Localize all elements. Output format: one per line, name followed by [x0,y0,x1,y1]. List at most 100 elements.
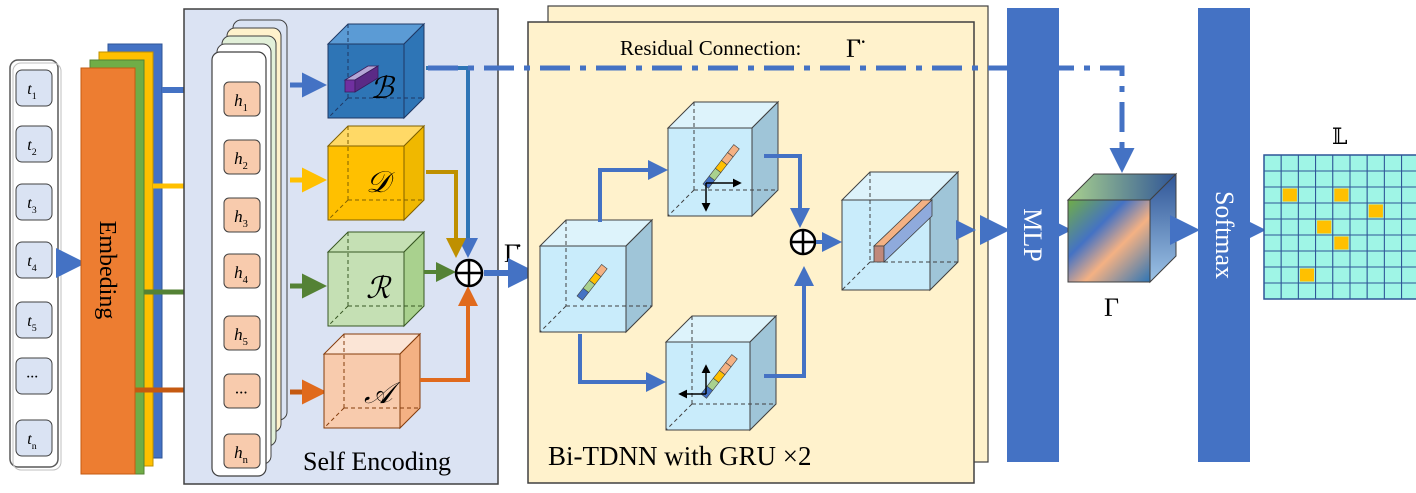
grid-cell [1280,154,1299,172]
grid-cell [1349,186,1368,204]
self-encoding-label: Self Encoding [303,447,451,476]
grid-cell [1297,282,1317,300]
bi-tdnn-label: Bi-TDNN with GRU ×2 [548,441,811,471]
cube-b-label: ℬ [370,72,396,105]
grid-cell [1315,170,1334,188]
grid-cell [1366,154,1385,172]
grid-cell [1280,170,1299,188]
grid-cell [1383,234,1403,252]
grid-cell [1401,266,1416,284]
grid-cell [1332,266,1351,284]
hidden-label: h5 [234,325,248,348]
token-cell [15,419,53,457]
grid-cell [1401,154,1416,172]
grid-cell [1366,250,1385,268]
grid-cell [1297,154,1317,172]
grid-cell-highlight [1334,188,1349,202]
grid-cell-highlight [1334,236,1349,250]
token-cell [15,357,53,395]
hidden-cell [223,81,261,117]
grid-cell [1349,218,1368,236]
merge-node [789,228,817,256]
grid-cell [1332,202,1351,220]
hidden-label: ··· [235,383,248,402]
hidden-cell [223,373,261,409]
d-to-sum-line [426,170,466,258]
grid-cell [1332,218,1351,236]
grid-cell [1315,266,1334,284]
grid-cell [1297,186,1317,204]
grid-cell [1315,186,1334,204]
grid-cell [1401,218,1416,236]
grid-cell [1280,282,1299,300]
token-cell [15,241,53,279]
grid-cell [1263,170,1282,188]
grid-cell-highlight [1368,204,1383,218]
hidden-label: hn [234,443,249,466]
grid-cell [1401,186,1416,204]
cube-d: 𝒟 [326,124,426,222]
output-label: 𝕃 [1332,124,1347,149]
output-grid [1263,154,1416,300]
grid-cell [1349,234,1368,252]
token-label: tn [27,431,36,452]
grid-cell [1263,186,1282,204]
hidden-label: h1 [234,91,248,114]
a-to-sum-line [420,286,478,382]
grid-cell [1383,202,1403,220]
grid-cell [1280,250,1299,268]
grid-cell [1401,250,1416,268]
grid-cell [1297,202,1317,220]
token-label: t3 [27,195,36,216]
grid-cell [1401,170,1416,188]
backward-to-merge-arrow [764,266,814,378]
grid-cell-highlight [1317,220,1332,234]
grid-cell [1263,218,1282,236]
grid-cell-highlight [1299,268,1315,282]
grid-cell [1349,282,1368,300]
grid-cell [1315,154,1334,172]
grid-cell [1263,154,1282,172]
token-label: t5 [27,313,36,334]
grid-cell [1297,170,1317,188]
grid-cell [1332,154,1351,172]
hidden-cell [223,253,261,289]
hidden-cell [223,139,261,175]
grid-cell [1366,218,1385,236]
residual-connection-label: Residual Connection: [620,36,801,60]
input-to-forward-arrow [598,160,668,222]
grid-cell [1366,266,1385,284]
grid-cell [1349,170,1368,188]
grid-cell [1263,282,1282,300]
grid-cell [1332,170,1351,188]
grid-cell [1332,250,1351,268]
hidden-cell [223,433,261,469]
grid-cell-highlight [1282,188,1297,202]
grid-cell [1263,266,1282,284]
token-label: ··· [26,369,38,386]
grid-cell [1315,234,1334,252]
grid-cell [1383,282,1403,300]
hidden-cell [223,197,261,233]
token-label: t1 [27,81,36,102]
grid-cell [1349,266,1368,284]
gamma-cube [1066,172,1178,284]
grid-cell [1349,202,1368,220]
grid-cell [1349,154,1368,172]
gamma-label: Γ [1104,293,1119,322]
cube-r-label: ℛ [366,272,392,305]
grid-cell [1366,282,1385,300]
embedding-label: Embeding [94,221,120,320]
grid-cell [1263,234,1282,252]
softmax-label: Softmax [1210,191,1239,279]
grid-cell [1297,250,1317,268]
grid-cell [1366,186,1385,204]
grid-cell [1315,282,1334,300]
cube-b: ℬ [326,22,426,120]
bitdnn-forward-cube [666,100,780,218]
grid-cell [1401,282,1416,300]
token-cell [15,183,53,221]
residual-connection-line [428,65,1135,173]
